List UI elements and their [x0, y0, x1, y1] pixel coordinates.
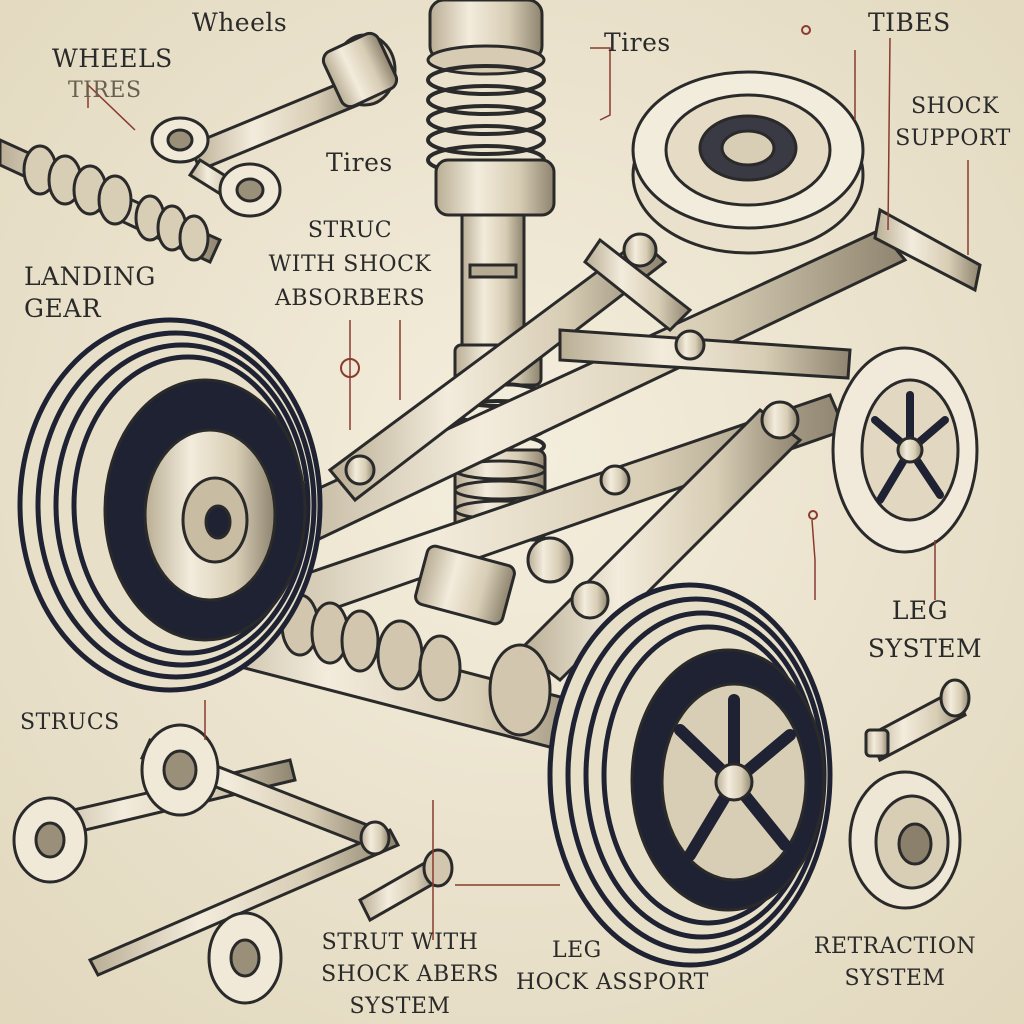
- label-leg-bottom: LEG: [552, 938, 602, 963]
- label-wheels-left: WHEELS: [52, 44, 173, 73]
- small-strut-part: [864, 678, 971, 763]
- label-strut-bottom-line1: STRUT WITH: [321, 930, 479, 955]
- label-struc-line2: WITH SHOCK: [268, 252, 432, 277]
- retraction-tire: [848, 770, 962, 910]
- wheels-axle-top: [150, 31, 399, 218]
- strucs-linkage: [12, 723, 454, 1005]
- landing-gear-bellows: [0, 138, 222, 264]
- label-struc-line3: ABSORBERS: [274, 286, 426, 311]
- label-landing-gear-line1: LANDING: [24, 262, 156, 291]
- label-shock-support-line2: SUPPORT: [895, 126, 1011, 151]
- label-strucs: STRUCS: [20, 710, 120, 735]
- label-wheels-top: Wheels: [192, 8, 288, 37]
- label-leg-system-line1: LEG: [891, 596, 949, 625]
- label-tires-top: Tires: [604, 28, 671, 57]
- label-landing-gear-line2: GEAR: [24, 294, 102, 323]
- detached-tire-top: [631, 70, 865, 255]
- label-tires-left: TIRES: [68, 78, 142, 103]
- label-tibes: TIBES: [868, 8, 951, 37]
- label-leg-system-line2: SYSTEM: [867, 634, 983, 663]
- label-shock-support-line1: SHOCK: [910, 94, 1000, 119]
- label-struc-line1: STRUC: [307, 218, 393, 243]
- leader-markers: [340, 25, 818, 520]
- label-hock-asport: HOCK ASSPORT: [516, 970, 709, 995]
- leader-lines: [87, 37, 969, 940]
- label-strut-bottom-line2: SHOCK ABERS: [321, 962, 499, 987]
- label-retraction-line1: RETRACTION: [813, 934, 977, 959]
- strut-with-shock-absorber: [426, 0, 556, 542]
- right-main-wheel: [547, 582, 833, 968]
- left-main-wheel: [17, 317, 323, 693]
- label-strut-bottom-line3: SYSTEM: [349, 994, 451, 1019]
- side-wheel-right: [831, 346, 979, 554]
- label-tires-mid: Tires: [326, 148, 393, 177]
- label-retraction-line2: SYSTEM: [844, 966, 946, 991]
